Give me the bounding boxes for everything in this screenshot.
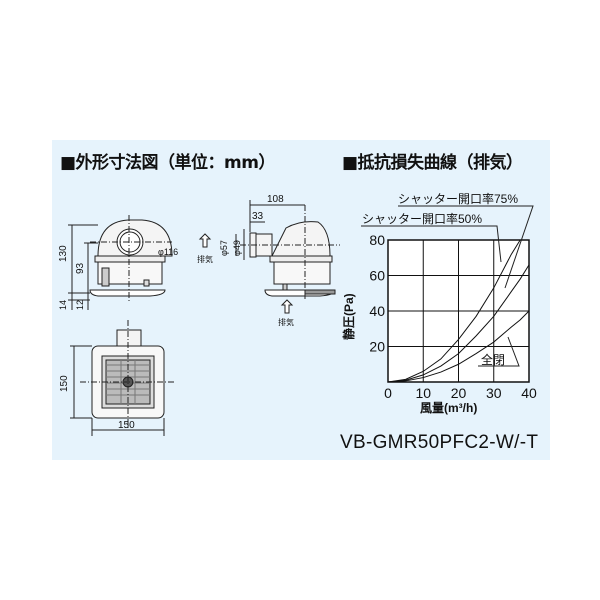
dim-108: 108 xyxy=(267,194,284,205)
front-view xyxy=(68,215,173,310)
x-tick-label: 30 xyxy=(486,385,502,401)
legend-50: シャッター開口率50% xyxy=(362,211,482,226)
y-axis-label: 静圧(Pa) xyxy=(341,293,356,340)
dim-phi49: φ49 xyxy=(232,240,242,256)
dim-130: 130 xyxy=(58,245,69,262)
legend-closed: 全閉 xyxy=(481,352,505,367)
dim-150-height: 150 xyxy=(59,375,70,392)
y-tick-label: 60 xyxy=(369,268,385,284)
x-tick-label: 20 xyxy=(451,385,467,401)
bottom-view xyxy=(70,320,175,436)
dim-33: 33 xyxy=(252,211,264,222)
dim-150-width: 150 xyxy=(118,420,135,431)
curve-series-2 xyxy=(387,310,530,383)
y-tick-label: 40 xyxy=(369,303,385,319)
x-tick-label: 40 xyxy=(521,385,537,401)
model-number: VB-GMR50PFC2-W/-T xyxy=(340,432,539,453)
resistance-curve-title: ■抵抗損失曲線（排気） xyxy=(342,153,523,173)
exhaust-label-bottom: 排気 xyxy=(278,317,294,327)
legend-75: シャッター開口率75% xyxy=(398,191,518,206)
curve-series-1 xyxy=(387,264,530,383)
y-tick-label: 20 xyxy=(369,339,385,355)
dim-14: 14 xyxy=(58,300,68,310)
x-axis-label: 風量(m³/h) xyxy=(420,401,477,415)
curve-series-0 xyxy=(387,239,521,383)
y-tick-label: 80 xyxy=(369,232,385,248)
dim-duct-diameter: φ116 xyxy=(158,247,178,257)
dim-12: 12 xyxy=(75,300,85,310)
exhaust-label-side: 排気 xyxy=(197,254,213,264)
dimension-drawing-title: ■外形寸法図（単位：mm） xyxy=(60,153,276,173)
dim-phi57: φ57 xyxy=(219,240,229,256)
dim-93: 93 xyxy=(75,262,86,274)
side-view xyxy=(198,200,340,314)
x-tick-label: 10 xyxy=(415,385,431,401)
x-tick-label: 0 xyxy=(384,385,392,401)
